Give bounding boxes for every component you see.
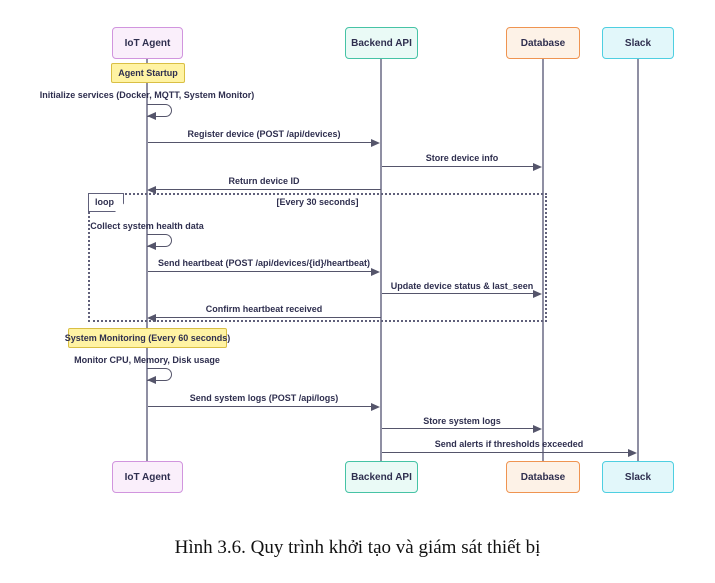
actor-top-database: Database xyxy=(506,27,580,59)
actor-bottom-database: Database xyxy=(506,461,580,493)
message-arrow xyxy=(148,406,373,407)
message-send-alerts: Send alerts if thresholds exceeded xyxy=(434,439,584,449)
arrowhead-right-icon xyxy=(371,139,380,147)
self-loop-arrow xyxy=(147,104,172,117)
message-initialize-services: Initialize services (Docker, MQTT, Syste… xyxy=(39,90,255,100)
message-register-device: Register device (POST /api/devices) xyxy=(187,129,341,139)
actor-top-backend-api: Backend API xyxy=(345,27,418,59)
self-loop-arrow xyxy=(147,368,172,381)
message-store-device-info: Store device info xyxy=(425,153,499,163)
loop-frame xyxy=(88,193,547,322)
loop-condition-label: [Every 30 seconds] xyxy=(276,197,359,207)
message-arrow xyxy=(382,452,629,453)
message-arrow xyxy=(382,166,534,167)
message-arrow xyxy=(155,317,381,318)
arrowhead-right-icon xyxy=(533,425,542,433)
lifeline-database xyxy=(542,59,544,462)
actor-bottom-backend-api: Backend API xyxy=(345,461,418,493)
self-loop-arrow xyxy=(147,234,172,247)
actor-top-slack: Slack xyxy=(602,27,674,59)
actor-bottom-iot-agent: IoT Agent xyxy=(112,461,183,493)
arrowhead-right-icon xyxy=(371,403,380,411)
arrowhead-right-icon xyxy=(371,268,380,276)
arrowhead-right-icon xyxy=(533,163,542,171)
lifeline-slack xyxy=(637,59,639,462)
note-system-monitoring: System Monitoring (Every 60 seconds) xyxy=(65,328,230,348)
message-arrow xyxy=(382,428,534,429)
message-arrow xyxy=(155,189,381,190)
arrowhead-left-icon xyxy=(147,112,156,120)
arrowhead-left-icon xyxy=(147,242,156,250)
lifeline-backend-api xyxy=(380,59,382,462)
actor-top-iot-agent: IoT Agent xyxy=(112,27,183,59)
arrowhead-left-icon xyxy=(147,314,156,322)
message-send-heartbeat: Send heartbeat (POST /api/devices/{id}/h… xyxy=(157,258,371,268)
loop-keyword-label: loop xyxy=(88,193,124,212)
message-update-device-status: Update device status & last_seen xyxy=(390,281,534,291)
arrowhead-left-icon xyxy=(147,186,156,194)
arrowhead-left-icon xyxy=(147,376,156,384)
message-confirm-heartbeat: Confirm heartbeat received xyxy=(205,304,323,314)
message-send-system-logs: Send system logs (POST /api/logs) xyxy=(189,393,339,403)
note-agent-startup: Agent Startup xyxy=(111,63,185,83)
actor-bottom-slack: Slack xyxy=(602,461,674,493)
message-arrow xyxy=(382,293,534,294)
arrowhead-right-icon xyxy=(533,290,542,298)
message-arrow xyxy=(148,142,373,143)
lifeline-iot-agent xyxy=(146,59,148,462)
message-collect-health-data: Collect system health data xyxy=(90,221,204,231)
message-monitor-resources: Monitor CPU, Memory, Disk usage xyxy=(74,355,220,365)
figure-caption: Hình 3.6. Quy trình khởi tạo và giám sát… xyxy=(174,537,541,558)
arrowhead-right-icon xyxy=(628,449,637,457)
message-arrow xyxy=(148,271,373,272)
message-store-system-logs: Store system logs xyxy=(423,416,501,426)
message-return-device-id: Return device ID xyxy=(228,176,300,186)
